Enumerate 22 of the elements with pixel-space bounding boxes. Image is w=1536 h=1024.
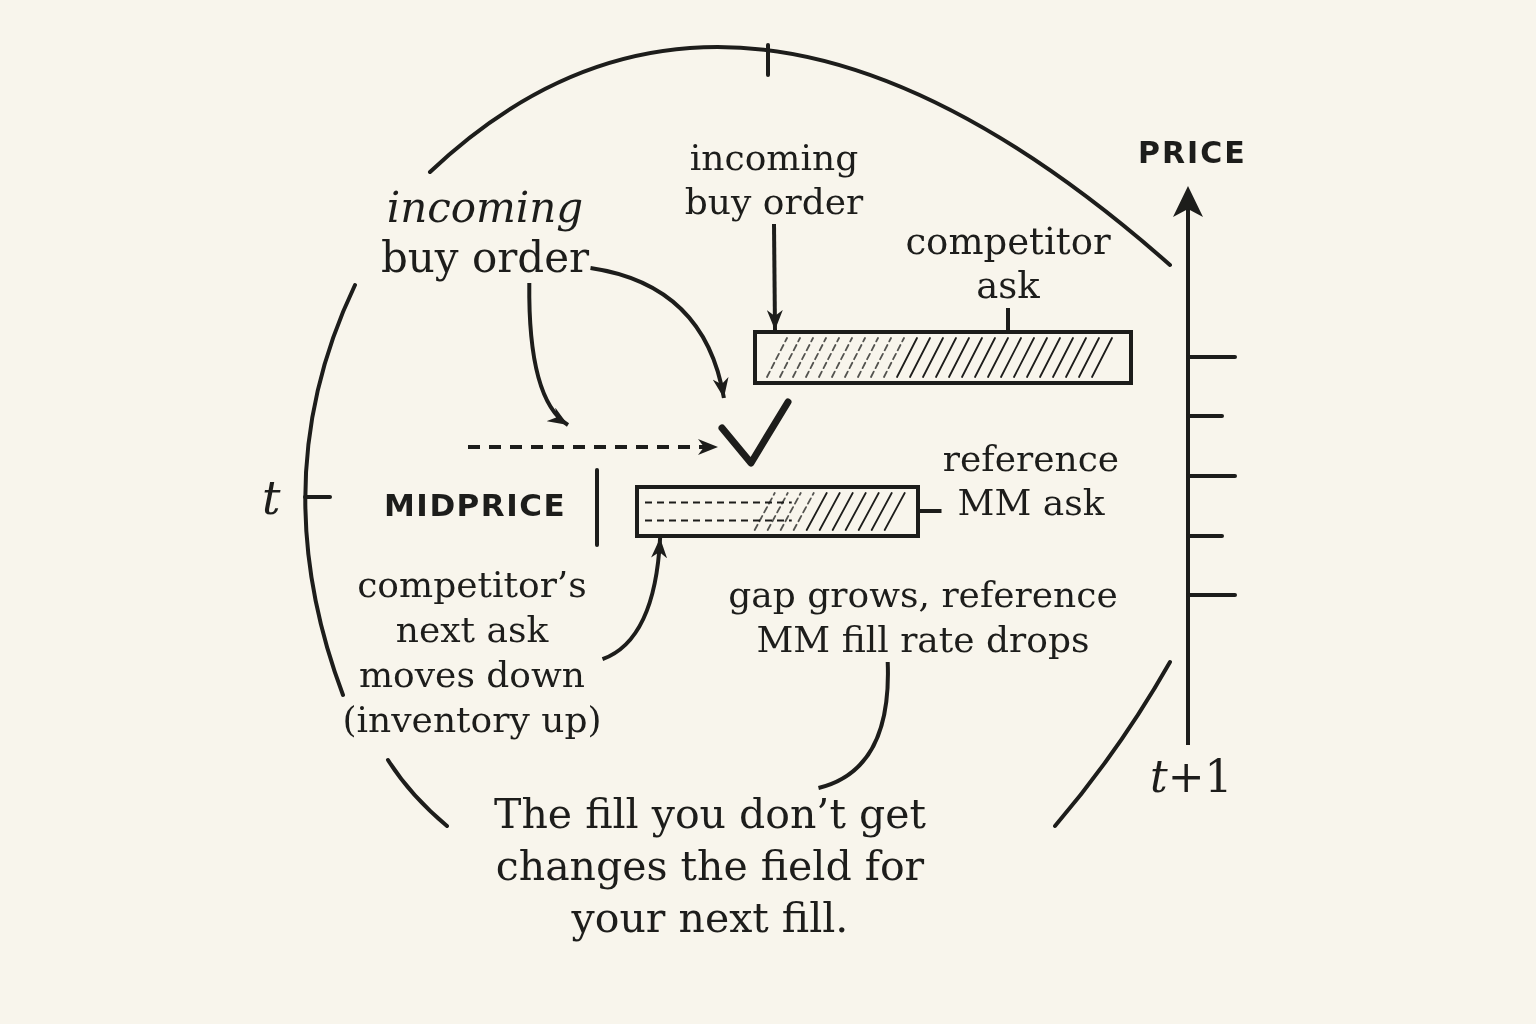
check-icon bbox=[718, 398, 792, 468]
curved-arrow bbox=[527, 283, 570, 427]
time-label: t bbox=[262, 472, 281, 525]
takeaway-text: The fill you don’t get changes the field for your next fill. bbox=[493, 788, 927, 944]
annotation-text: gap grows, reference MM fill rate drops bbox=[727, 572, 1119, 662]
leader-line bbox=[920, 508, 942, 513]
hatched-bar bbox=[635, 485, 920, 538]
curved-arrow bbox=[601, 537, 667, 662]
connector-curve bbox=[817, 661, 890, 790]
midprice-label: MIDPRICE bbox=[384, 488, 567, 524]
bar-label: competitor ask bbox=[904, 220, 1112, 308]
annotation-text: competitor’s next ask moves down (inventory up) bbox=[341, 562, 603, 742]
curved-arrow bbox=[590, 266, 728, 399]
order-label: incoming buy order bbox=[379, 183, 591, 283]
hatched-bar bbox=[753, 330, 1133, 385]
arrow bbox=[766, 223, 783, 331]
order-label: incoming buy order bbox=[683, 136, 865, 224]
dashed-arrow bbox=[468, 439, 718, 455]
leader-line bbox=[1006, 308, 1010, 330]
time-label: t+1 bbox=[1150, 752, 1233, 803]
bar-label: reference MM ask bbox=[941, 437, 1121, 525]
axis-label: PRICE bbox=[1138, 136, 1247, 171]
